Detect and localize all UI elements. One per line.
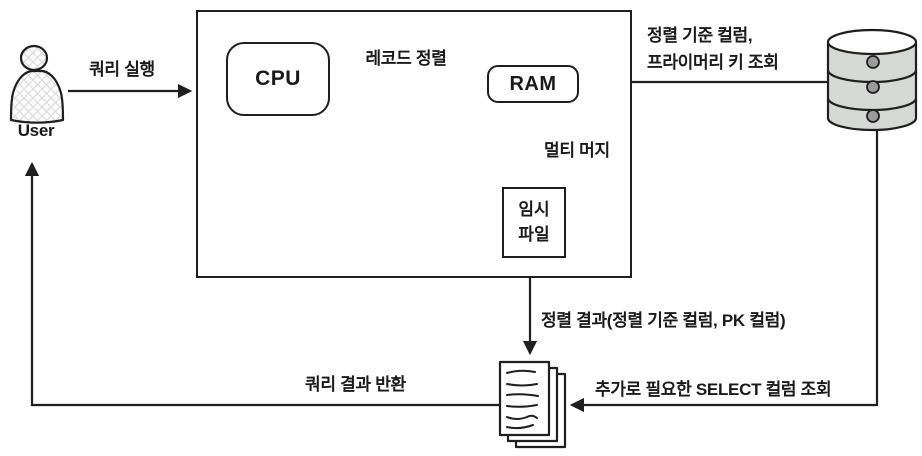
db-dot-1 — [866, 55, 880, 69]
arrow-db-to-docs — [569, 131, 879, 413]
db-dot-3 — [866, 109, 880, 123]
cpu-label: CPU — [255, 67, 301, 90]
arrow-result-return — [24, 161, 499, 407]
temp-file-label-line1: 임시 — [518, 199, 550, 219]
label-sort-result: 정렬 결과(정렬 기준 컬럼, PK 컬럼) — [541, 311, 786, 330]
label-multi-merge: 멀티 머지 — [544, 141, 610, 160]
user-label: User — [17, 121, 55, 140]
db-dot-2 — [866, 80, 880, 94]
temp-file-label-line2: 파일 — [518, 224, 550, 244]
label-sort-key-lookup-line2: 프라이머리 키 조회 — [647, 53, 779, 72]
label-sort-key-lookup-line1: 정렬 기준 컬럼, — [647, 26, 753, 45]
documents-stack-icon — [498, 360, 567, 449]
temp-file-node: 임시 파일 — [502, 187, 566, 258]
ram-label: RAM — [509, 72, 557, 95]
label-record-sort: 레코드 정렬 — [365, 49, 447, 68]
ram-node: RAM — [487, 65, 579, 103]
cpu-node: CPU — [226, 42, 330, 116]
database-cylinder-icon — [826, 28, 918, 132]
person-icon — [9, 44, 65, 124]
label-select-column-lookup: 추가로 필요한 SELECT 컬럼 조회 — [595, 380, 832, 399]
label-query-result-return: 쿼리 결과 반환 — [305, 375, 406, 394]
label-query-exec: 쿼리 실행 — [89, 60, 155, 79]
